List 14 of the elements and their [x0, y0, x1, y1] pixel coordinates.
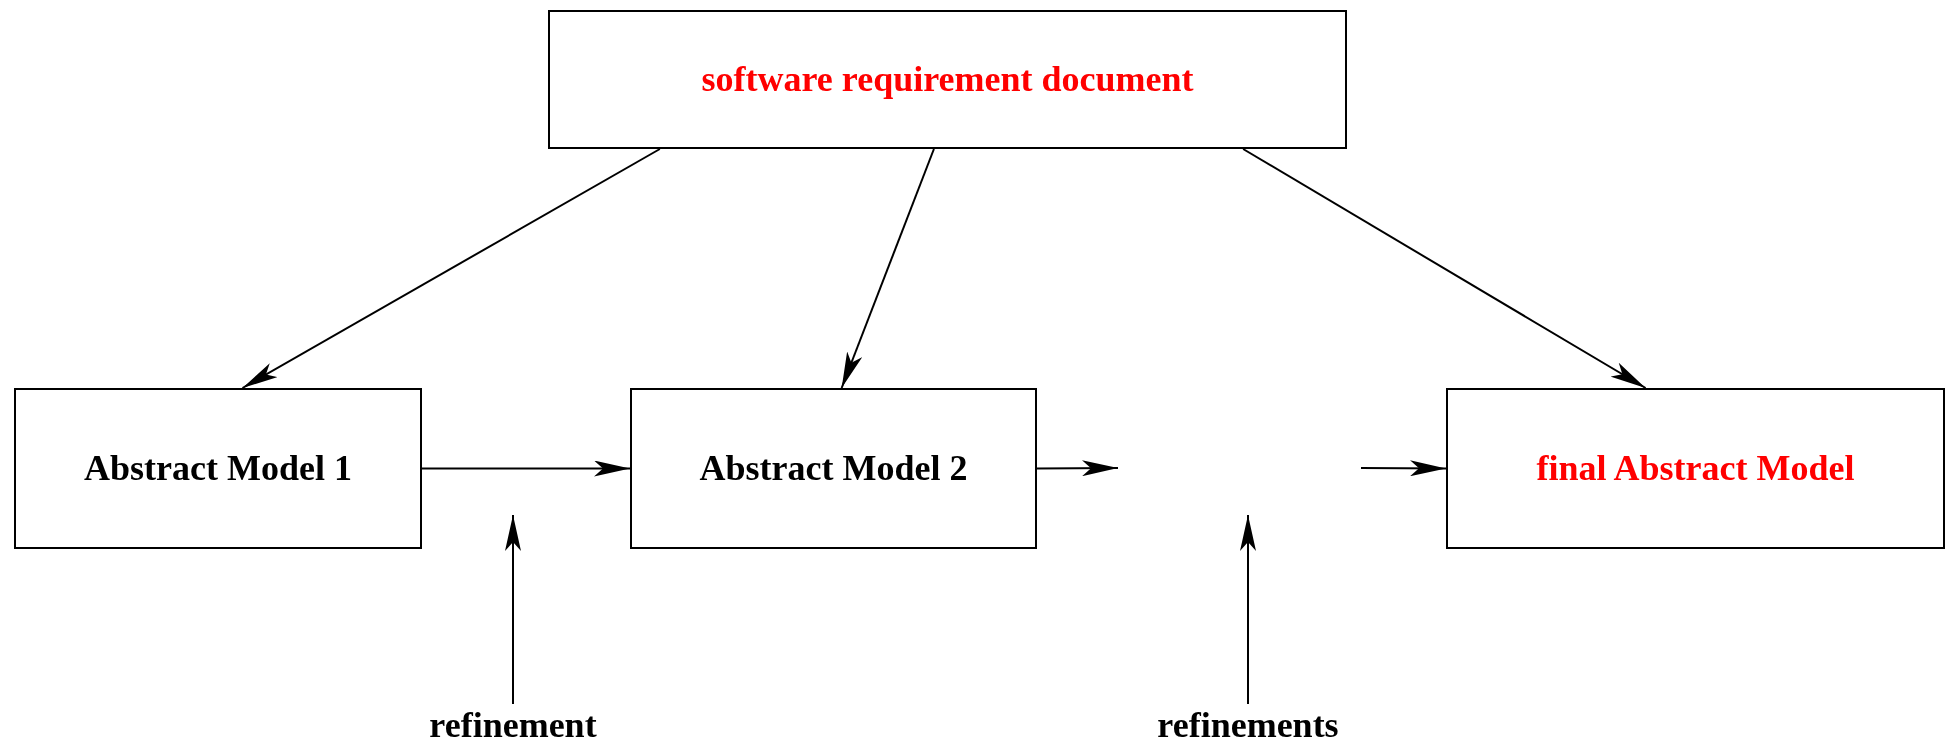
arrow	[1036, 460, 1119, 477]
arrow	[840, 148, 935, 389]
process-box: Abstract Model 2	[630, 388, 1037, 549]
process-box: final Abstract Model	[1446, 388, 1945, 549]
arrow	[1360, 460, 1447, 477]
arrow	[1242, 148, 1647, 389]
arrow	[505, 514, 521, 705]
node-label: refinements	[1118, 704, 1378, 746]
node-label: refinement	[383, 704, 643, 746]
arrow	[1240, 514, 1256, 705]
arrow	[421, 460, 631, 477]
process-box: Abstract Model 1	[14, 388, 422, 549]
arrow	[241, 148, 661, 389]
process-box: software requirement document	[548, 10, 1347, 149]
